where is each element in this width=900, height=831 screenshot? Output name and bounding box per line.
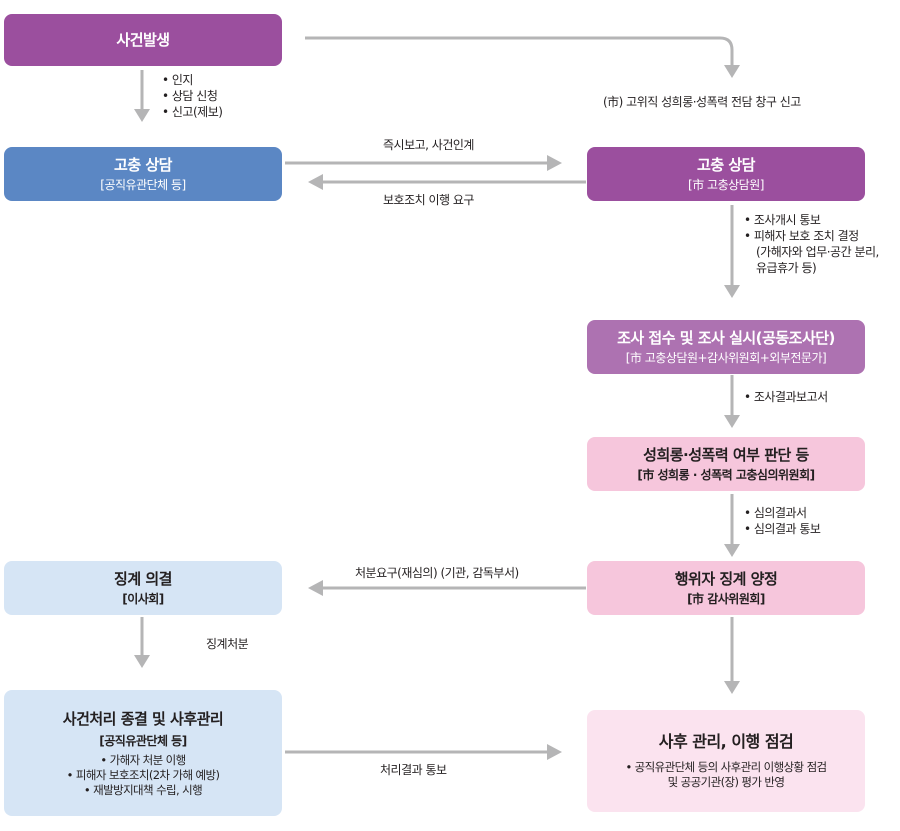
node-followup: 사후 관리, 이행 점검 • 공직유관단체 등의 사후관리 이행상황 점검 및 …	[587, 710, 865, 812]
node-closure-sub: [공직유관단체 등]	[99, 733, 187, 748]
node-report-right-title: 고충 상담	[697, 156, 755, 174]
node-punishment-quantify-title: 행위자 징계 양정	[674, 570, 778, 588]
note-line: • 상담 신청	[162, 89, 218, 103]
label-result-notice: 처리결과 통보	[380, 763, 447, 777]
note-line: 유급휴가 등)	[756, 261, 817, 275]
node-investigation-title: 조사 접수 및 조사 실시(공동조사단)	[617, 329, 835, 347]
node-punishment-quantify-sub: [市 감사위원회]	[687, 592, 765, 606]
note-report-right-down: • 조사개시 통보 • 피해자 보호 조치 결정 (가해자와 업무·공간 분리,…	[744, 212, 879, 276]
label-discipline-action: 징계처분	[206, 637, 249, 651]
node-judgment-sub: [市 성희롱 · 성폭력 고충심의위원회]	[637, 468, 815, 482]
note-line: (가해자와 업무·공간 분리,	[756, 245, 879, 259]
node-punishment-quantify: 행위자 징계 양정 [市 감사위원회]	[587, 561, 865, 615]
node-followup-bullet: 및 공공기관(장) 평가 반영	[667, 775, 785, 789]
arrow-incident-to-city-report	[305, 36, 734, 66]
node-discipline-resolution-title: 징계 의결	[114, 570, 172, 588]
node-report-left-title: 고충 상담	[114, 156, 172, 174]
node-incident: 사건발생	[4, 14, 282, 66]
note-judgment-down: • 심의결과서 • 심의결과 통보	[744, 505, 821, 537]
note-line: • 조사개시 통보	[744, 213, 821, 227]
label-immediate-report: 즉시보고, 사건인계	[383, 138, 474, 152]
node-closure-bullet: • 가해자 처분 이행	[100, 752, 186, 767]
node-followup-title: 사후 관리, 이행 점검	[658, 732, 794, 751]
node-report-left-sub: [공직유관단체 등]	[100, 178, 186, 192]
node-investigation-sub: [市 고충상담원+감사위원회+외부전문가]	[625, 351, 827, 365]
label-protection-request: 보호조치 이행 요구	[383, 193, 474, 207]
note-line: • 인지	[162, 73, 193, 87]
note-line: • 신고(제보)	[162, 105, 223, 119]
note-investigation-down: • 조사결과보고서	[744, 389, 828, 405]
note-line: • 심의결과 통보	[744, 522, 821, 536]
node-closure-bullet: • 피해자 보호조치(2차 가해 예방)	[66, 767, 220, 782]
label-city-report: (市) 고위직 성희롱·성폭력 전담 창구 신고	[603, 95, 801, 109]
node-discipline-resolution-sub: [이사회]	[122, 592, 164, 606]
node-closure: 사건처리 종결 및 사후관리 [공직유관단체 등] • 가해자 처분 이행 • …	[4, 690, 282, 816]
label-disposition-request: 처분요구(재심의) (기관, 감독부서)	[355, 566, 519, 580]
note-line: • 피해자 보호 조치 결정	[744, 229, 859, 243]
note-line: • 심의결과서	[744, 506, 807, 520]
node-incident-title: 사건발생	[116, 31, 170, 49]
node-closure-title: 사건처리 종결 및 사후관리	[62, 709, 224, 728]
node-discipline-resolution: 징계 의결 [이사회]	[4, 561, 282, 615]
node-judgment: 성희롱·성폭력 여부 판단 등 [市 성희롱 · 성폭력 고충심의위원회]	[587, 437, 865, 491]
node-report-right: 고충 상담 [市 고충상담원]	[587, 147, 865, 201]
node-closure-bullet: • 재발방지대책 수립, 시행	[83, 782, 203, 797]
node-report-left: 고충 상담 [공직유관단체 등]	[4, 147, 282, 201]
note-line: • 조사결과보고서	[744, 390, 828, 404]
node-judgment-title: 성희롱·성폭력 여부 판단 등	[643, 446, 809, 464]
node-followup-bullet: • 공직유관단체 등의 사후관리 이행상황 점검	[625, 760, 827, 774]
node-investigation: 조사 접수 및 조사 실시(공동조사단) [市 고충상담원+감사위원회+외부전문…	[587, 320, 865, 374]
node-report-right-sub: [市 고충상담원]	[688, 178, 764, 192]
note-incident-down: • 인지 • 상담 신청 • 신고(제보)	[162, 72, 223, 120]
